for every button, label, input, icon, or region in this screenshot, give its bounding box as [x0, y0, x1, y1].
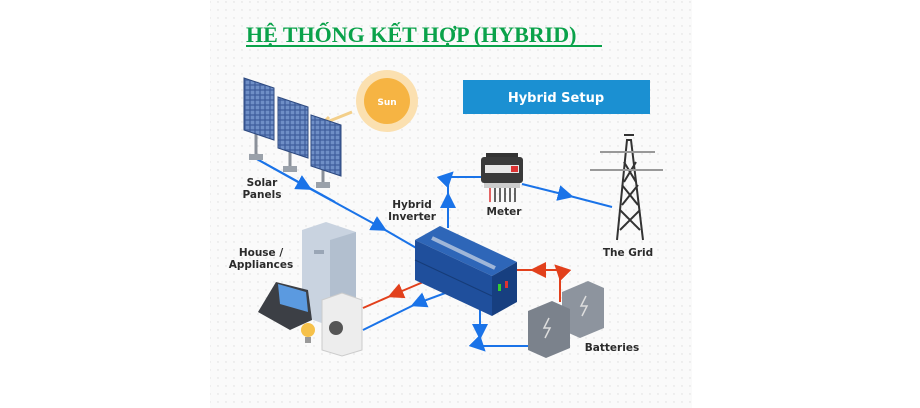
battery-to-inverter-line — [515, 262, 572, 302]
inverter-to-house-blue-line — [362, 291, 449, 331]
house-appliances-icon — [258, 222, 363, 357]
solar-panels-icon — [243, 77, 342, 188]
house-label-line2: Appliances — [229, 259, 294, 271]
meter-icon — [481, 153, 523, 202]
solar-panels-label-line2: Panels — [243, 189, 282, 201]
sun-label: Sun — [377, 98, 396, 108]
solar-panels-label-line1: Solar — [247, 177, 278, 189]
meter-label: Meter — [487, 206, 523, 218]
flow-lines — [254, 157, 613, 352]
hybrid-setup-label: Hybrid Setup — [508, 91, 604, 106]
batteries-label: Batteries — [585, 342, 639, 354]
inverter-label-line2: Inverter — [388, 211, 437, 223]
hybrid-inverter-icon — [414, 226, 517, 316]
inverter-to-house-red-line — [362, 279, 429, 309]
diagram-title: HỆ THỐNG KẾT HỢP (HYBRID) — [246, 22, 576, 47]
solar-to-inverter-line — [254, 157, 419, 250]
inverter-to-meter-line — [436, 171, 482, 228]
inverter-to-battery-line — [468, 308, 530, 352]
hybrid-setup-banner: Hybrid Setup — [463, 80, 650, 114]
batteries-icon — [528, 281, 604, 358]
meter-to-grid-line — [521, 183, 613, 208]
grid-label: The Grid — [603, 247, 653, 259]
house-label-line1: House / — [239, 247, 284, 259]
inverter-label-line1: Hybrid — [392, 199, 431, 211]
power-tower-icon — [590, 134, 663, 241]
